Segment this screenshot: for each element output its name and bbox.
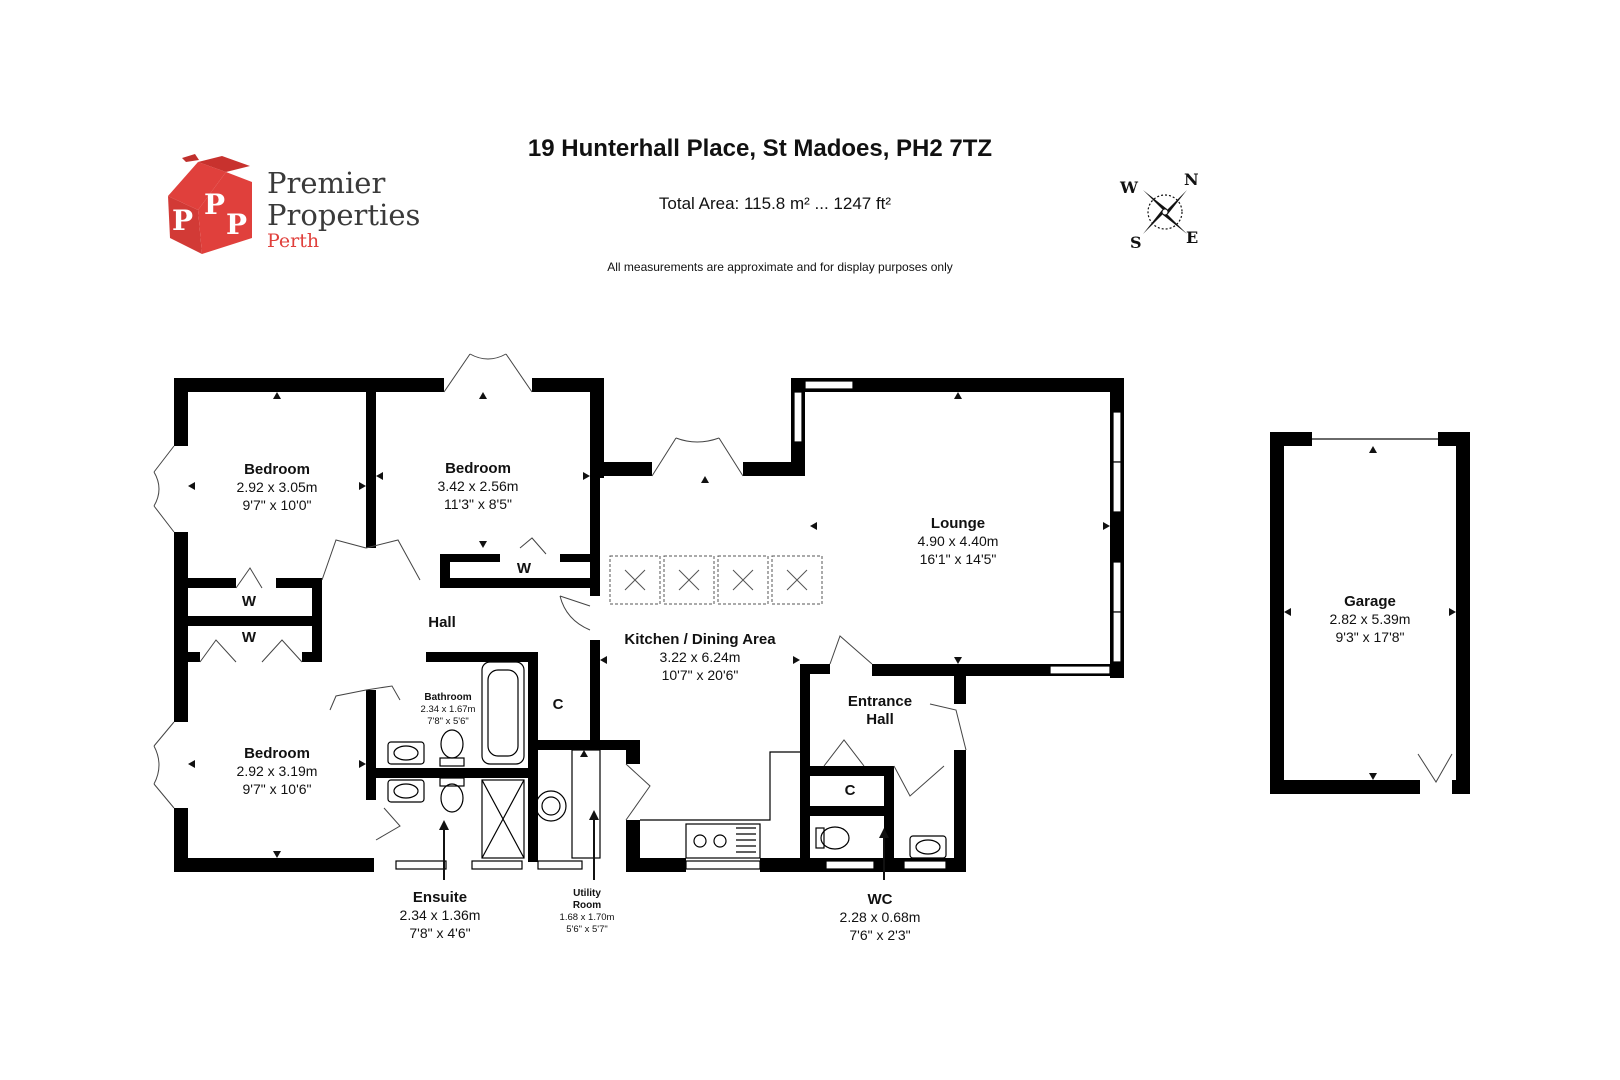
- room-metric: 2.82 x 5.39m: [1330, 611, 1411, 627]
- disclaimer: All measurements are approximate and for…: [607, 260, 953, 274]
- toilet-icon: [440, 729, 464, 759]
- dimension-markers: [188, 392, 1110, 858]
- garage-walls: [1270, 432, 1470, 794]
- compass-e: E: [1186, 228, 1198, 247]
- room-ensuite: Ensuite 2.34 x 1.36m 7'8" x 4'6": [400, 889, 481, 941]
- brand-location: Perth: [267, 230, 319, 252]
- ensuite-toilet-icon: [440, 783, 464, 813]
- washing-machine-icon: [535, 790, 567, 822]
- room-metric: 2.34 x 1.67m: [421, 704, 476, 715]
- room-metric: 4.90 x 4.40m: [918, 533, 999, 549]
- room-imperial: 7'8" x 5'6": [427, 716, 469, 727]
- room-name: Bedroom: [445, 460, 511, 477]
- room-wc: WC 2.28 x 0.68m 7'6" x 2'3": [840, 891, 921, 943]
- room-bathroom: Bathroom 2.34 x 1.67m 7'8" x 5'6": [421, 692, 476, 727]
- room-name-line1: Entrance: [848, 693, 912, 710]
- entrance-arrows: [439, 810, 889, 880]
- wardrobe-label: W: [517, 560, 532, 577]
- room-name: Garage: [1344, 593, 1396, 610]
- basin-icon: [387, 741, 425, 765]
- ensuite-basin-icon: [387, 779, 425, 803]
- room-imperial: 5'6" x 5'7": [566, 924, 608, 935]
- room-metric: 2.28 x 0.68m: [840, 909, 921, 925]
- svg-text:P: P: [204, 188, 225, 221]
- room-metric: 2.34 x 1.36m: [400, 907, 481, 923]
- room-imperial: 7'8" x 4'6": [409, 925, 470, 941]
- room-metric: 1.68 x 1.70m: [560, 912, 615, 923]
- room-name: Hall: [428, 614, 456, 631]
- wc-basin-icon: [909, 835, 947, 859]
- room-garage: Garage 2.82 x 5.39m 9'3" x 17'8": [1330, 593, 1411, 645]
- room-name: Bathroom: [424, 692, 471, 703]
- room-kitchen: Kitchen / Dining Area 3.22 x 6.24m 10'7"…: [624, 631, 776, 683]
- house-walls: [174, 378, 1124, 872]
- room-lounge: Lounge 4.90 x 4.40m 16'1" x 14'5": [918, 515, 999, 567]
- room-imperial: 16'1" x 14'5": [920, 551, 997, 567]
- room-metric: 3.22 x 6.24m: [660, 649, 741, 665]
- room-imperial: 9'7" x 10'6": [243, 781, 312, 797]
- bath-icon: [481, 661, 525, 765]
- address-title: 19 Hunterhall Place, St Madoes, PH2 7TZ: [528, 135, 992, 162]
- total-area: Total Area: 115.8 m² ... 1247 ft²: [659, 194, 891, 213]
- compass-rose-icon: N W E S: [1119, 170, 1199, 252]
- room-imperial: 7'6" x 2'3": [849, 927, 910, 943]
- brand-logo: P P P Premier Properties Perth: [168, 154, 420, 254]
- compass-w: W: [1119, 178, 1139, 197]
- brand-name-line2: Properties: [267, 198, 420, 232]
- fixtures: [387, 661, 947, 859]
- room-metric: 2.92 x 3.05m: [237, 479, 318, 495]
- room-name: Bedroom: [244, 461, 310, 478]
- room-imperial: 9'3" x 17'8": [1336, 629, 1405, 645]
- brand-name-line1: Premier: [267, 166, 385, 200]
- shower-icon: [481, 779, 525, 859]
- room-metric: 2.92 x 3.19m: [237, 763, 318, 779]
- compass-n: N: [1184, 170, 1199, 189]
- room-name: Lounge: [931, 515, 985, 532]
- room-name: WC: [868, 891, 893, 908]
- wc-toilet-icon: [820, 826, 850, 850]
- room-name-line2: Room: [573, 900, 601, 911]
- wardrobe-label: W: [242, 593, 257, 610]
- house-logo-icon: P P P: [168, 154, 252, 254]
- svg-text:P: P: [226, 208, 247, 241]
- room-utility: Utility Room 1.68 x 1.70m 5'6" x 5'7": [560, 888, 615, 935]
- cupboard-label: C: [845, 782, 856, 799]
- room-name-line2: Hall: [866, 711, 894, 728]
- room-entrance-hall: Entrance Hall: [848, 693, 912, 728]
- windows: [395, 380, 1122, 870]
- room-name-line1: Utility: [573, 888, 601, 899]
- doors: [153, 353, 1453, 841]
- room-name: Ensuite: [413, 889, 467, 906]
- room-metric: 3.42 x 2.56m: [438, 478, 519, 494]
- room-imperial: 11'3" x 8'5": [444, 496, 512, 512]
- skylights: [609, 555, 823, 605]
- room-bedroom-2: Bedroom 3.42 x 2.56m 11'3" x 8'5": [438, 460, 519, 512]
- compass-s: S: [1130, 233, 1142, 252]
- room-imperial: 9'7" x 10'0": [243, 497, 312, 513]
- room-hall: Hall: [428, 614, 456, 631]
- room-name: Bedroom: [244, 745, 310, 762]
- room-imperial: 10'7" x 20'6": [662, 667, 739, 683]
- logo-letters: P: [172, 204, 193, 237]
- cupboard-label: C: [553, 696, 564, 713]
- room-bedroom-1: Bedroom 2.92 x 3.05m 9'7" x 10'0": [237, 461, 318, 513]
- room-bedroom-3: Bedroom 2.92 x 3.19m 9'7" x 10'6": [237, 745, 318, 797]
- room-name: Kitchen / Dining Area: [624, 631, 776, 648]
- wardrobe-label: W: [242, 629, 257, 646]
- kitchen-sink-icon: [685, 823, 761, 859]
